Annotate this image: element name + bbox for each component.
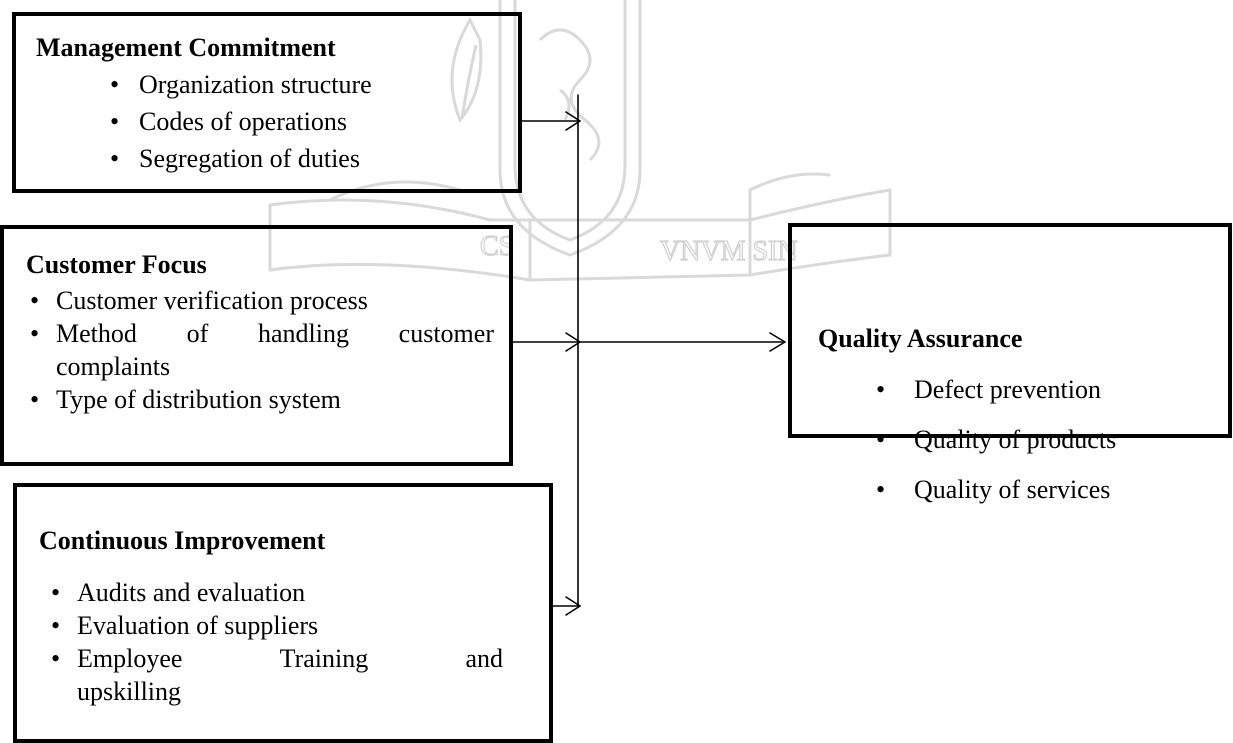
arrowhead-continuous-improvement [565, 596, 581, 616]
quality-assurance-list: Defect prevention Quality of products Qu… [818, 365, 1228, 515]
list-item: Customer verification process [26, 284, 499, 317]
continuation: complaints [56, 352, 171, 381]
arrowhead-customer-focus [565, 332, 581, 352]
list-item: Evaluation of suppliers [39, 609, 539, 642]
list-item: Defect prevention [818, 365, 1228, 415]
list-item: Codes of operations [36, 103, 518, 140]
continuous-improvement-box: Continuous Improvement Audits and evalua… [13, 483, 553, 743]
list-item: Employee Training and upskilling [39, 642, 539, 708]
list-item: Method of handling customer complaints [26, 317, 499, 383]
word: Method [56, 319, 137, 348]
continuation: upskilling [77, 677, 182, 706]
word: handling [257, 319, 349, 348]
continuous-improvement-title: Continuous Improvement [39, 526, 326, 555]
word: Employee [77, 644, 183, 673]
list-item: Audits and evaluation [39, 576, 539, 609]
arrowhead-quality-assurance [769, 332, 786, 352]
customer-focus-list: Customer verification process Method of … [26, 284, 499, 416]
arrowhead-management-commitment [565, 111, 581, 131]
customer-focus-box: Customer Focus Customer verification pro… [0, 225, 513, 466]
management-commitment-box: Management Commitment Organization struc… [12, 12, 522, 193]
quality-assurance-title: Quality Assurance [818, 324, 1023, 353]
list-item: Quality of products [818, 415, 1228, 465]
word: customer [398, 319, 494, 348]
management-commitment-list: Organization structure Codes of operatio… [36, 66, 518, 177]
list-item: Type of distribution system [26, 383, 499, 416]
management-commitment-title: Management Commitment [36, 33, 336, 62]
word: and [465, 644, 503, 673]
word: Training [279, 644, 369, 673]
continuous-improvement-list: Audits and evaluation Evaluation of supp… [39, 576, 539, 708]
list-item: Quality of services [818, 465, 1228, 515]
watermark-text: VNVM SIN [660, 236, 798, 267]
word: of [186, 319, 209, 348]
quality-assurance-box: Quality Assurance Defect prevention Qual… [788, 223, 1232, 515]
list-item: Segregation of duties [36, 140, 518, 177]
list-item: Organization structure [36, 66, 518, 103]
customer-focus-title: Customer Focus [26, 250, 207, 279]
